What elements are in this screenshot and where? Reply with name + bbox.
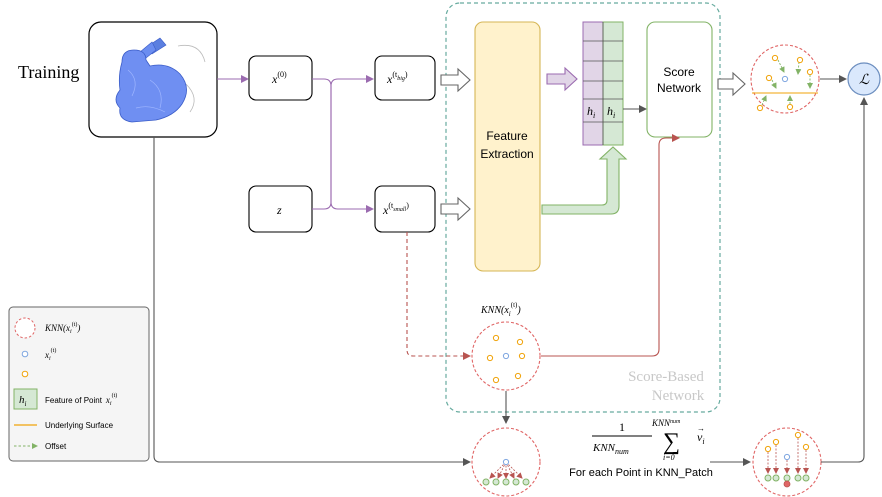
arrow-score-to-output bbox=[717, 71, 746, 97]
aggregation-formula: 1 KNNnum KNNnum ∑ i=0 vi → bbox=[592, 418, 705, 462]
arrow-xbig-to-feature bbox=[440, 67, 471, 93]
aggregate-circle bbox=[471, 427, 541, 497]
legend-offset-label: Offset bbox=[45, 442, 67, 451]
x0-box bbox=[248, 55, 313, 101]
formula-vector: vi bbox=[697, 430, 705, 446]
aggregation-caption: For each Point in KNN_Patch bbox=[569, 467, 713, 479]
arrow-result-to-loss bbox=[821, 97, 868, 463]
arrow-feature-green bbox=[541, 146, 628, 215]
training-label: Training bbox=[18, 62, 79, 82]
loss-symbol: ℒ bbox=[859, 73, 870, 88]
formula-numerator: 1 bbox=[619, 420, 625, 434]
legend-knn-label: KNN(xi(t)) bbox=[44, 321, 80, 335]
formula-sum-upper: KNNnum bbox=[651, 418, 681, 428]
knn-patch-label: KNN(xi(t)) bbox=[480, 301, 521, 318]
purple-connectors bbox=[217, 75, 374, 213]
legend-blue-point-label: xi(t) bbox=[44, 347, 56, 362]
score-output-circle bbox=[750, 44, 820, 114]
feature-cell-left: hi bbox=[587, 104, 595, 120]
feature-cell-right: hi bbox=[607, 104, 615, 120]
score-network-box bbox=[646, 21, 713, 138]
legend-orange-point bbox=[21, 370, 29, 378]
legend-surface-label: Underlying Surface bbox=[45, 421, 114, 430]
knn-patch-circle bbox=[471, 321, 541, 391]
region-label-line1: Score-Based bbox=[628, 369, 704, 385]
feature-table: hi hi bbox=[582, 21, 624, 146]
formula-sum-sign: ∑ bbox=[663, 429, 680, 455]
x-tbig-label: x(tbig) bbox=[386, 70, 408, 86]
score-network-line2: Network bbox=[657, 81, 702, 95]
score-network-line1: Score bbox=[663, 65, 695, 79]
formula-denominator: KNNnum bbox=[592, 442, 629, 456]
legend-feature-symbol bbox=[13, 388, 38, 410]
legend-knn-symbol bbox=[14, 317, 36, 339]
x-tsmall-box bbox=[374, 185, 436, 233]
formula-vector-arrow: → bbox=[697, 424, 705, 433]
arrow-xsmall-to-feature bbox=[440, 196, 471, 222]
result-circle bbox=[752, 427, 822, 497]
bunny-image bbox=[88, 21, 218, 138]
feature-extraction-box bbox=[474, 21, 541, 272]
arrow-bunny-to-aggregate bbox=[153, 137, 471, 466]
feature-extraction-line2: Extraction bbox=[480, 147, 533, 161]
legend-feature-glyph: hi bbox=[19, 394, 27, 408]
loss-circle bbox=[847, 62, 881, 96]
x0-label: x(0) bbox=[271, 70, 287, 86]
x-tsmall-label: x(tsmall) bbox=[382, 201, 409, 217]
legend-blue-point bbox=[21, 350, 29, 358]
arrow-knn-to-score bbox=[541, 134, 680, 357]
x-tbig-box bbox=[374, 55, 436, 101]
feature-extraction-line1: Feature bbox=[486, 129, 528, 143]
z-label: z bbox=[276, 203, 282, 217]
region-label-line2: Network bbox=[652, 388, 705, 404]
arrow-xsmall-to-knn bbox=[406, 232, 471, 360]
arrow-feature-to-table bbox=[546, 66, 578, 92]
formula-sum-lower: i=0 bbox=[663, 453, 675, 462]
